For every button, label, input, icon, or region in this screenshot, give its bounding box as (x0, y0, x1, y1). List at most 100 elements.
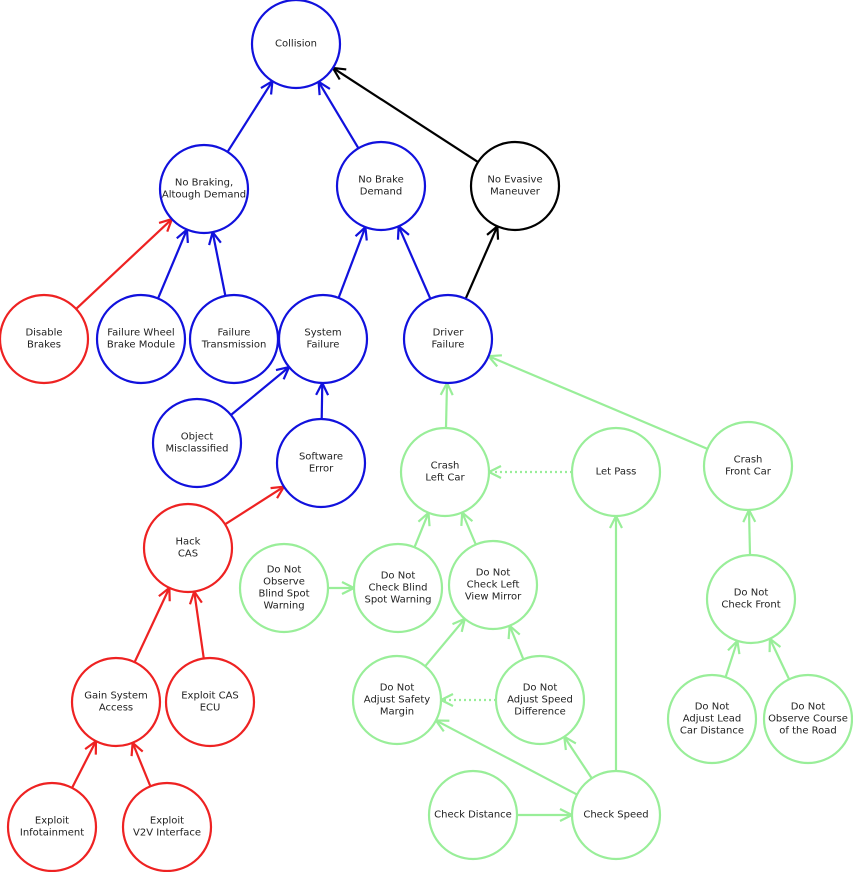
edge-no-braking-to-collision (226, 79, 274, 153)
node-label-line: View Mirror (465, 592, 522, 603)
edge-line (563, 736, 593, 779)
node-label-line: Check Blind (368, 583, 427, 594)
edge-failure-transmission-to-no-braking (208, 229, 227, 297)
node-label-line: Collision (275, 39, 317, 50)
node-circle (250, 0, 342, 90)
node-label-line: CAS (178, 549, 198, 560)
node-label-line: Do Not (381, 571, 416, 582)
node-circle (164, 656, 256, 748)
node-label-line: Car Distance (680, 726, 744, 737)
edge-adjust-speed-to-adjust-margin (438, 693, 496, 707)
node-circle (469, 140, 561, 232)
node-label-line: Do Not (380, 683, 415, 694)
node-circle (142, 502, 234, 594)
edge-check-front-to-crash-front (742, 507, 757, 556)
edge-let-pass-to-crash-left (486, 465, 572, 479)
edge-check-speed-to-let-pass (609, 513, 623, 771)
node-label-line: Access (99, 703, 133, 714)
edge-adjust-lead-to-check-front (724, 638, 741, 678)
edge-line (230, 366, 290, 416)
node-label-line: Crash (431, 461, 460, 472)
edge-line (226, 80, 274, 153)
edge-line (332, 67, 479, 163)
node-label-line: Check Left (467, 580, 520, 591)
node-label-line: Let Pass (596, 467, 637, 478)
node-label-line: Gain System (84, 691, 147, 702)
node-circle (705, 553, 797, 645)
node-label-line: V2V Interface (133, 828, 201, 839)
node-label-line: Do Not (476, 568, 511, 579)
edge-crash-left-to-driver-failure (439, 380, 454, 429)
node-circle (352, 542, 444, 634)
edge-observe-blind-to-check-blind (328, 581, 357, 595)
node-label-line: Brake Module (107, 340, 175, 351)
node-label-line: Check Front (721, 600, 780, 611)
node-circle (399, 426, 491, 518)
edge-system-failure-to-no-brake-demand (337, 224, 368, 299)
node-circle (447, 539, 539, 631)
node-circle (570, 426, 662, 518)
node-label-line: No Evasive (487, 175, 542, 186)
node-circle (158, 143, 250, 235)
edge-arrowhead (260, 79, 274, 95)
edge-driver-failure-to-no-evasive (464, 224, 500, 300)
node-label-line: Error (309, 464, 334, 475)
node-label-line: Transmission (201, 340, 267, 351)
node-circle (427, 769, 519, 861)
node-label-line: Hack (176, 537, 201, 548)
edge-adjust-speed-to-check-left-mirror (507, 623, 525, 660)
node-circle (121, 781, 213, 872)
edge-line (131, 742, 152, 787)
edge-line (133, 587, 171, 663)
node-circle (335, 140, 427, 232)
edge-hack-cas-to-software-error (224, 485, 286, 526)
edge-check-blind-to-crash-left (413, 510, 431, 548)
edge-line (768, 638, 791, 680)
edge-driver-failure-to-no-brake-demand (396, 224, 432, 300)
edge-no-evasive-to-collision (330, 66, 479, 163)
node-circle (762, 673, 853, 765)
node-label-line: Failure (307, 340, 340, 351)
node-label-line: No Braking, (175, 178, 233, 189)
edge-check-distance-to-check-speed (517, 808, 575, 822)
node-label-line: Do Not (695, 702, 730, 713)
node-label-line: Failure Wheel (107, 328, 174, 339)
edge-line (413, 512, 430, 548)
edge-line (75, 218, 173, 310)
node-circle (702, 420, 794, 512)
edge-exploit-v2v-to-gain-access (130, 740, 152, 787)
node-label-line: Exploit (150, 816, 184, 827)
node-circle (666, 673, 758, 765)
edge-software-error-to-system-failure (315, 380, 330, 420)
node-label-line: Exploit (35, 816, 69, 827)
node-label-line: Adjust Lead (683, 714, 741, 725)
edge-line (71, 740, 97, 789)
node-circle (402, 293, 494, 385)
node-circle (238, 542, 330, 634)
edge-exploit-infotainment-to-gain-access (71, 738, 98, 789)
node-label-line: Observe (263, 577, 305, 588)
node-label-line: Observe Course (768, 714, 848, 725)
edge-line (337, 226, 367, 299)
edge-line (320, 382, 324, 420)
edge-line (435, 719, 578, 796)
node-label-line: Adjust Safety (364, 695, 431, 706)
edge-arrowhead (270, 485, 286, 499)
node-label-line: Demand (360, 187, 402, 198)
node-label-line: Exploit CAS (181, 691, 239, 702)
